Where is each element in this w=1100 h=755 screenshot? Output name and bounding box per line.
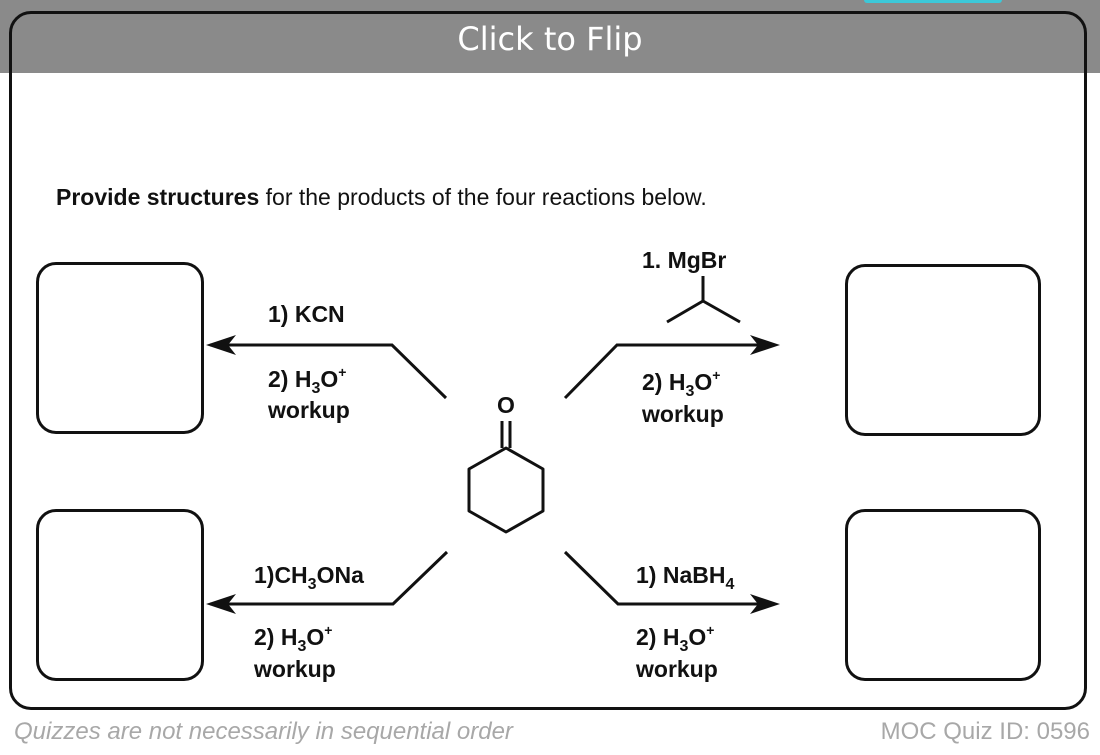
arrowhead-right-icon	[750, 594, 780, 614]
arrowhead-left-icon	[206, 335, 236, 355]
quiz-id: MOC Quiz ID: 0596	[880, 718, 1090, 745]
answer-box-top-left[interactable]	[36, 262, 204, 434]
reagent-tl-workup: workup	[267, 397, 350, 423]
reagent-br-step1: 1) NaBH4	[636, 562, 734, 593]
answer-box-top-right[interactable]	[845, 264, 1041, 436]
reagent-tr-workup: workup	[641, 401, 724, 427]
question-prompt: Provide structures for the products of t…	[56, 184, 707, 211]
reagent-br-workup: workup	[635, 656, 718, 682]
reagent-br-step2: 2) H3O+	[636, 622, 714, 655]
reagent-tl-step2: 2) H3O+	[268, 364, 346, 397]
flashcard[interactable]	[9, 11, 1087, 710]
arrow-bottom-right	[563, 550, 780, 614]
accent-tab	[864, 0, 1002, 3]
reagent-tr-step2: 2) H3O+	[642, 367, 720, 400]
isopropyl-group-icon	[666, 276, 741, 324]
click-to-flip-button[interactable]: Click to Flip	[457, 20, 643, 58]
reagent-bl-step1: 1)CH3ONa	[254, 562, 364, 593]
prompt-bold: Provide structures	[56, 184, 260, 210]
reagent-tl-step1: 1) KCN	[268, 301, 345, 327]
answer-box-bottom-left[interactable]	[36, 509, 204, 681]
oxygen-atom-label: O	[497, 392, 515, 418]
arrow-top-right	[563, 335, 780, 400]
arrowhead-right-icon	[750, 335, 780, 355]
arrowhead-left-icon	[206, 594, 236, 614]
arrow-top-left	[206, 335, 448, 400]
cyclohexanone-structure: O	[467, 392, 545, 534]
reagent-bl-step2: 2) H3O+	[254, 622, 332, 655]
reagent-bl-workup: workup	[253, 656, 336, 682]
sequential-order-note: Quizzes are not necessarily in sequentia…	[14, 718, 513, 745]
prompt-rest: for the products of the four reactions b…	[259, 184, 707, 210]
answer-box-bottom-right[interactable]	[845, 509, 1041, 681]
arrow-bottom-left	[206, 550, 449, 614]
reagent-tr-step1: 1. MgBr	[642, 247, 726, 273]
